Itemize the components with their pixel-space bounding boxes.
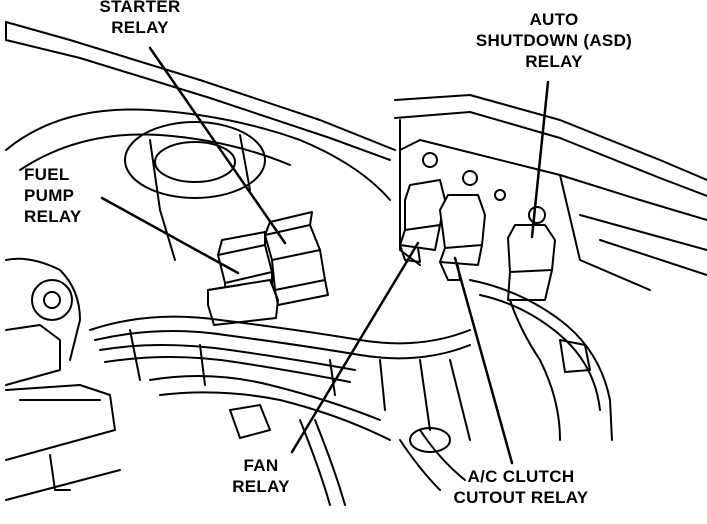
fuel-pump-relay-label-line-2: PUMP <box>24 186 75 205</box>
fuel-pump-relay-leader <box>100 196 240 275</box>
fan-relay-body <box>399 179 446 263</box>
fuel-pump-relay-body <box>207 231 279 326</box>
starter-relay-leader <box>148 46 287 245</box>
ac-clutch-relay-leader <box>453 256 514 465</box>
starter-relay-label: STARTER RELAY <box>84 0 196 38</box>
fuel-pump-relay-label-line-3: RELAY <box>24 207 82 226</box>
wheelhouse <box>5 108 391 261</box>
ac-clutch-relay-label: A/C CLUTCH CUTOUT RELAY <box>438 466 604 508</box>
asd-relay-label: AUTO SHUTDOWN (ASD) RELAY <box>456 9 652 72</box>
left-equipment <box>5 257 121 501</box>
fuel-pump-relay-label-line-1: FUEL <box>24 165 70 184</box>
ac-clutch-relay-body <box>439 194 486 281</box>
firewall-panel <box>399 119 707 291</box>
asd-relay-leader <box>530 80 550 239</box>
ac-clutch-relay-label-line-2: CUTOUT RELAY <box>453 488 589 507</box>
ac-clutch-relay-label-line-1: A/C CLUTCH <box>467 467 575 486</box>
asd-relay-label-line-2: SHUTDOWN (ASD) <box>475 31 633 50</box>
fan-relay-leader <box>290 241 420 454</box>
starter-relay-label-line-2: RELAY <box>111 18 169 37</box>
asd-relay-label-line-3: RELAY <box>525 52 583 71</box>
starter-relay-label-line-1: STARTER <box>99 0 181 16</box>
leader-lines <box>100 46 550 465</box>
fan-relay-label-line-2: RELAY <box>232 477 290 496</box>
asd-relay-label-line-1: AUTO <box>529 10 579 29</box>
fuel-pump-relay-label: FUEL PUMP RELAY <box>24 164 114 227</box>
fan-relay-label-line-1: FAN <box>243 456 279 475</box>
fan-relay-label: FAN RELAY <box>216 455 306 497</box>
fender-rail <box>5 21 707 197</box>
